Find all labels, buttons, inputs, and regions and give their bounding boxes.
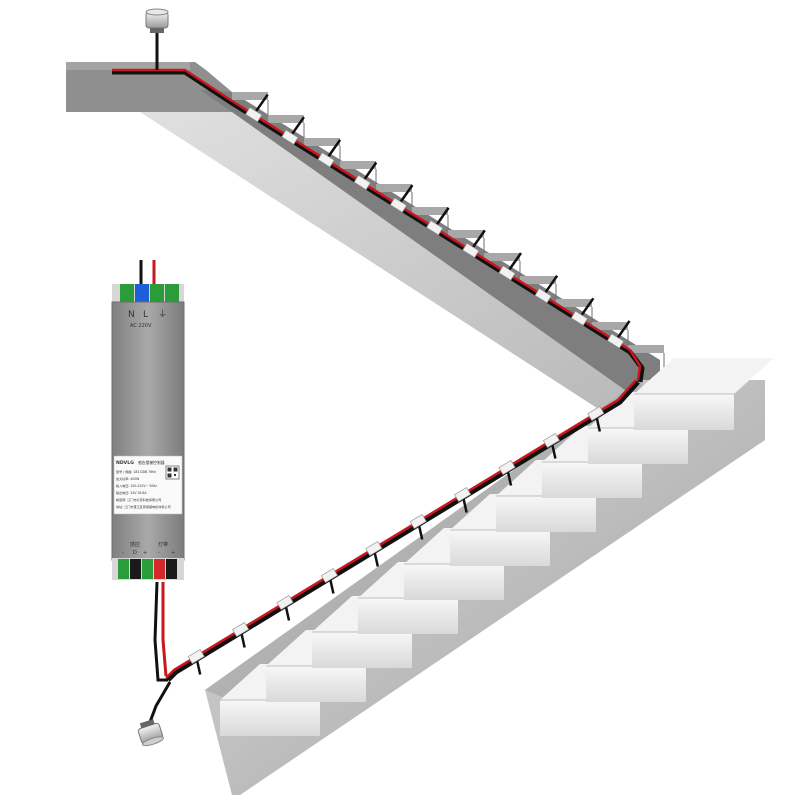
top-sensor	[145, 8, 169, 70]
lower-step-riser	[220, 700, 320, 736]
wiring	[112, 68, 645, 723]
lower-cable-black	[166, 380, 640, 682]
connector-clip	[276, 594, 294, 611]
connector-clip	[389, 197, 407, 213]
controller: N L ⏚ AC 220V NDVLG 感应楼梯控制器 型号 / 规格: 183…	[111, 260, 185, 580]
lower-step-riser	[358, 598, 458, 634]
connector-clip	[534, 288, 552, 304]
lower-step-riser	[312, 632, 412, 668]
upper-step-nosing	[376, 184, 412, 192]
connector-clip	[570, 310, 588, 326]
terminal-blue	[135, 284, 149, 302]
upper-flight	[66, 62, 665, 410]
lower-step-riser	[634, 394, 734, 430]
output-sign: -	[122, 550, 124, 556]
lower-flight	[205, 358, 774, 795]
label-title: 感应楼梯控制器	[138, 460, 165, 465]
connector-clip	[454, 486, 472, 503]
brand-name: NDVLG	[116, 460, 134, 466]
sensor-icon	[137, 719, 164, 747]
upper-step-nosing	[628, 345, 664, 353]
terminal-green	[118, 559, 129, 579]
connector-clip	[426, 220, 444, 236]
connector-clip	[245, 106, 263, 123]
terminal-green	[165, 284, 179, 302]
bottom-sensor	[137, 719, 164, 747]
terminal-black	[166, 559, 177, 579]
upper-step-nosing	[304, 138, 340, 146]
controller-output-lead-red	[161, 582, 168, 677]
lower-step-riser	[266, 666, 366, 702]
connector-clip	[187, 648, 205, 665]
upper-step-nosing	[340, 161, 376, 169]
product-label: NDVLG 感应楼梯控制器 型号 / 规格: 183 DDB 76Hz 最大功率…	[113, 455, 183, 515]
connector-clip	[317, 152, 335, 168]
connector-clip	[365, 540, 383, 557]
terminal-red	[154, 559, 165, 579]
connector-clip	[462, 242, 480, 258]
controller-housing	[112, 302, 184, 560]
connector-clip	[587, 405, 605, 422]
connector-clips	[187, 106, 625, 665]
connector-clip	[498, 265, 516, 281]
terminal-label-n: N	[128, 310, 135, 320]
output-sign: -	[158, 550, 160, 556]
lower-cable-red	[165, 379, 637, 679]
output-caption-strip: 灯带	[158, 541, 168, 548]
connector-clip	[409, 513, 427, 530]
lower-step-riser	[496, 496, 596, 532]
label-line: 输入电压: 100-220V~ 50Hz	[116, 483, 157, 488]
upper-step-nosing	[232, 92, 268, 100]
connector-clip	[353, 174, 371, 191]
qr-code-icon	[165, 465, 180, 480]
connector-clip	[232, 621, 250, 638]
connector-clip	[498, 459, 516, 476]
lower-steps	[220, 358, 774, 736]
lower-step-riser	[588, 428, 688, 464]
output-sign: D	[133, 550, 137, 556]
bottom-sensor-lead	[148, 681, 172, 723]
controller-output-lead-black	[153, 581, 168, 682]
label-line: 最大功率: 400W	[116, 476, 139, 481]
upper-step-nosing	[592, 322, 628, 330]
connector-clip	[281, 129, 299, 145]
upper-step-nosing	[448, 230, 484, 238]
upper-step-nosing	[412, 207, 448, 215]
sensor-icon	[145, 8, 169, 33]
upper-step-nosing	[268, 115, 304, 123]
lower-step-riser	[404, 564, 504, 600]
upper-flight-stringer	[200, 90, 660, 395]
upper-flight-underside	[140, 112, 660, 410]
terminal-black	[130, 559, 141, 579]
terminal-label-ground: ⏚	[158, 309, 167, 320]
connector-clip	[606, 333, 625, 349]
upper-step-nosing	[484, 253, 520, 261]
lower-step-riser	[450, 530, 550, 566]
terminal-green	[120, 284, 134, 302]
terminal-green	[150, 284, 164, 302]
terminal-green	[142, 559, 153, 579]
output-sign: +	[143, 550, 147, 556]
label-line: 地址: 江门市蓬江区荷塘镇电机材料公司	[116, 504, 171, 509]
terminal-label-l: L	[143, 310, 148, 320]
output-sign: +	[171, 550, 175, 556]
label-line: 型号 / 规格: 183 DDB 76Hz	[116, 469, 156, 474]
connector-clip	[320, 567, 338, 584]
lower-step-tread	[634, 358, 774, 394]
lower-step-riser	[542, 462, 642, 498]
upper-step-nosing	[556, 299, 592, 307]
connector-clip	[542, 432, 560, 449]
upper-steps	[232, 92, 665, 368]
output-caption-sensor: 感应	[130, 541, 140, 548]
label-line: 制造商: 江门市灯具科技有限公司	[116, 497, 161, 502]
top-landing-face	[66, 62, 190, 70]
upper-step-nosing	[520, 276, 556, 284]
label-line: 输出电压: 24V 16.6A	[116, 490, 147, 495]
input-caption: AC 220V	[130, 323, 152, 329]
